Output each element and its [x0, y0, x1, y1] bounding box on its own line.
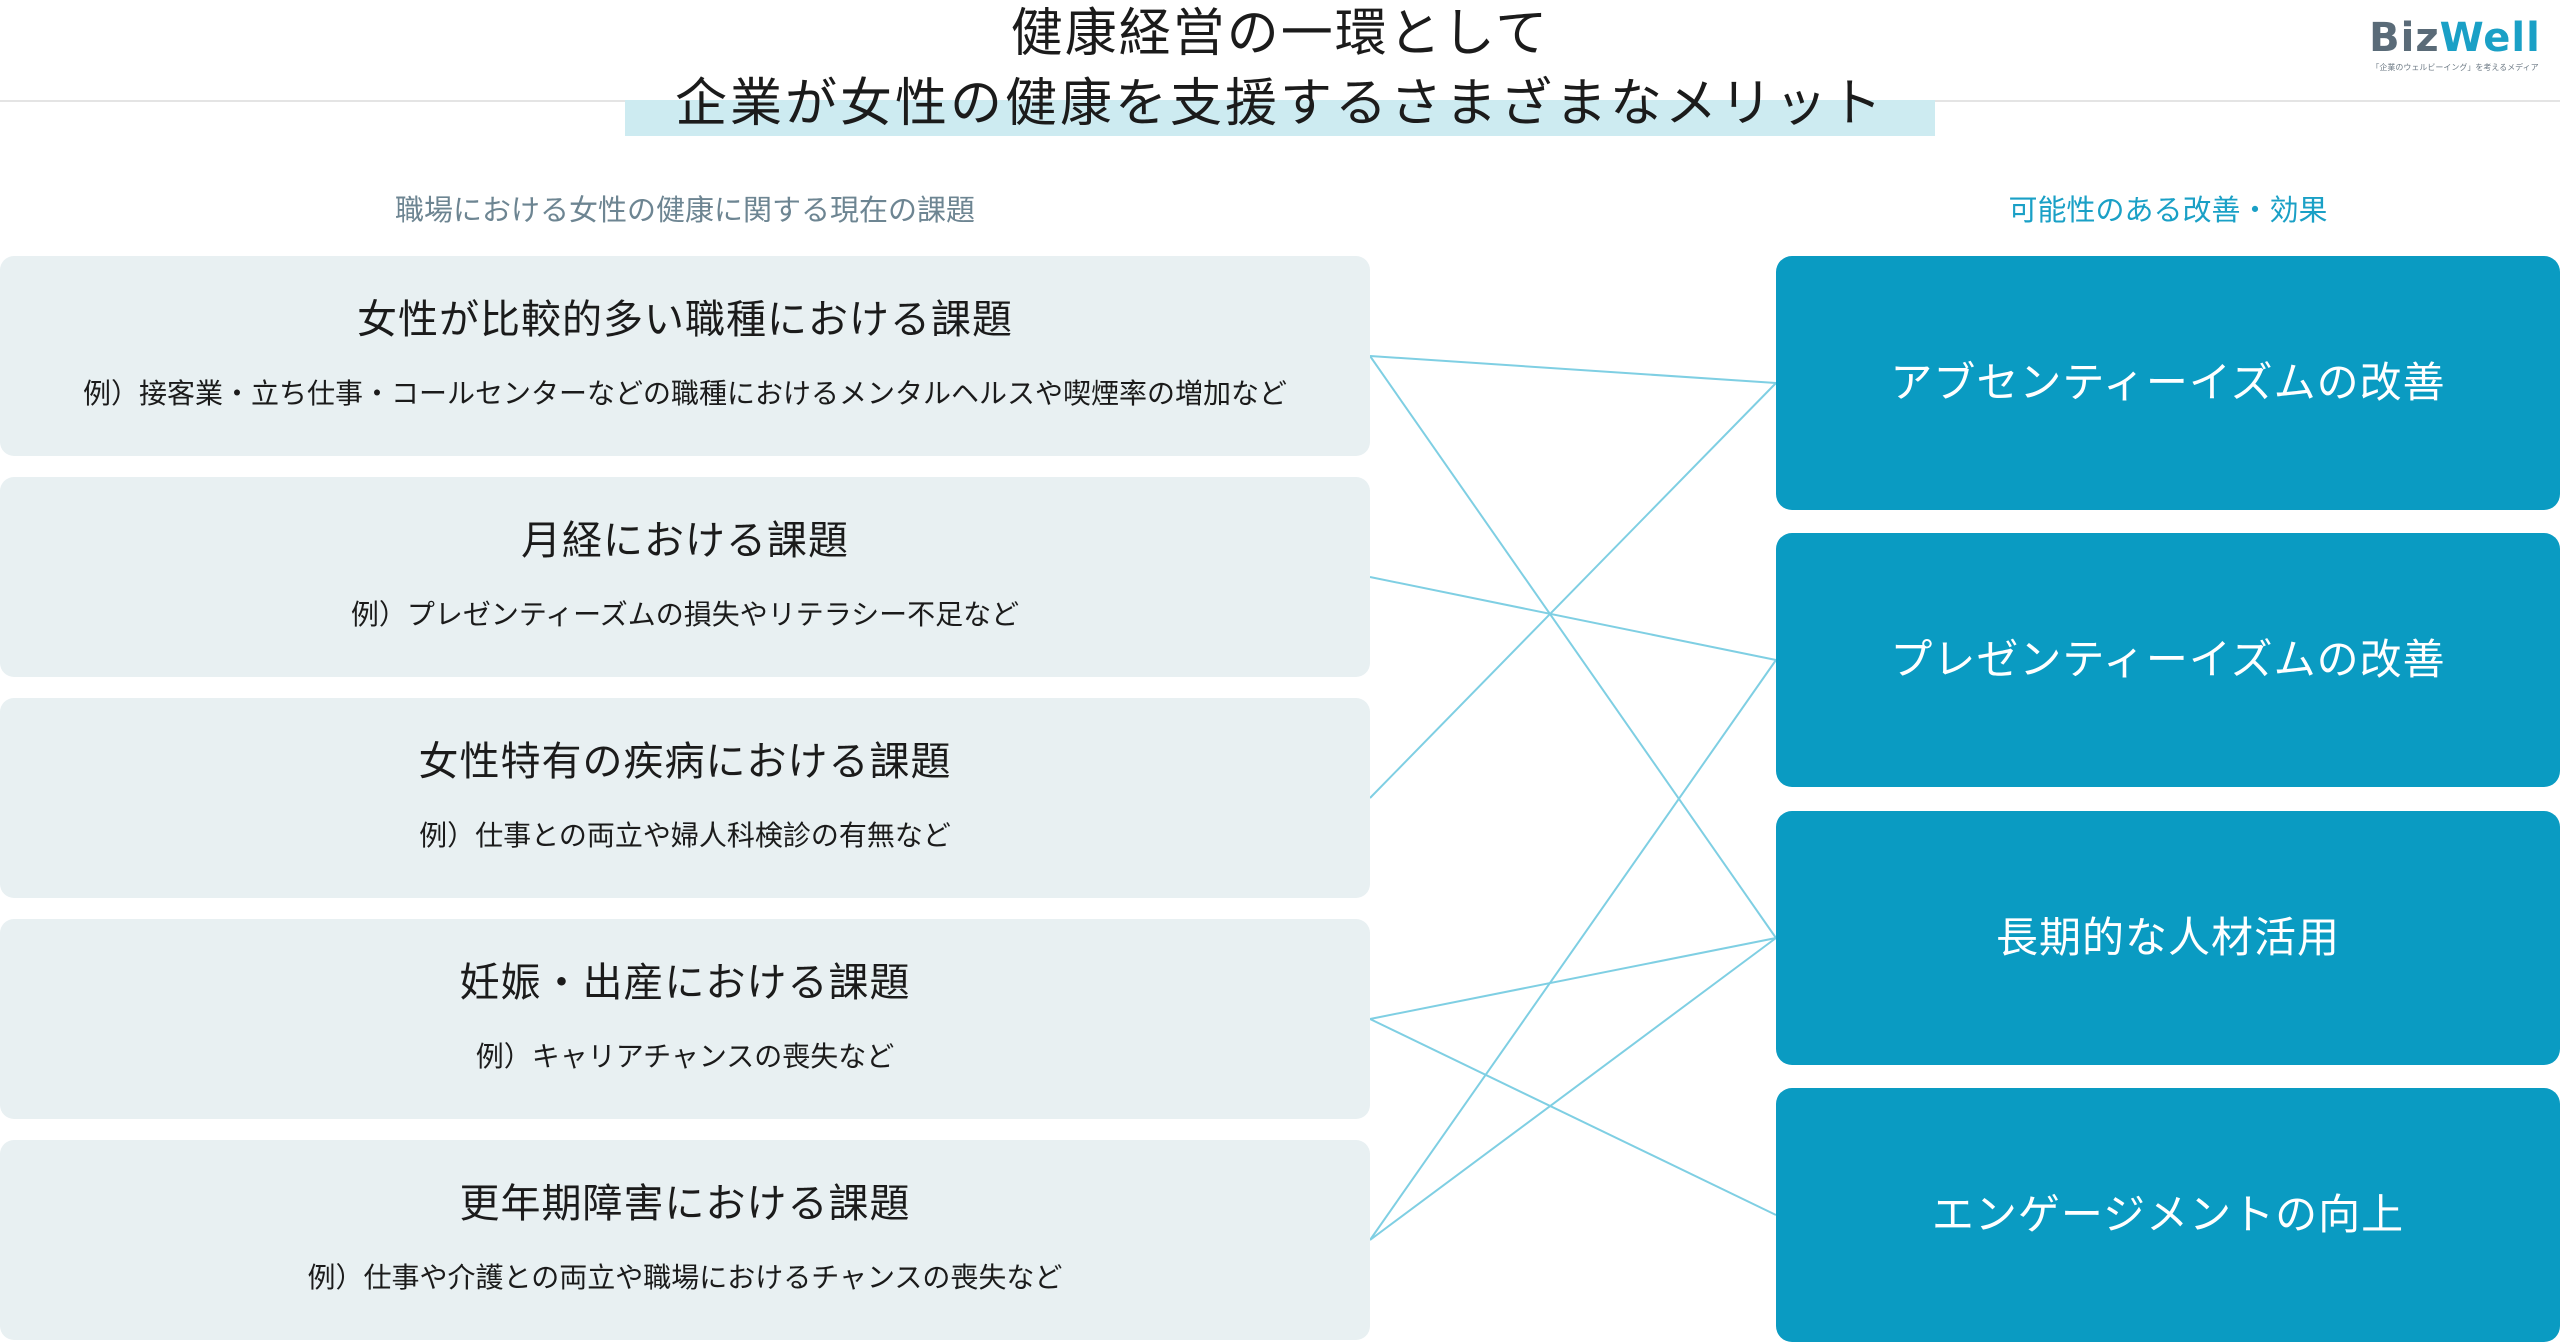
- logo-tagline: 「企業のウェルビーイング」を考えるメディア: [2371, 63, 2539, 72]
- issue-box-occupations: 女性が比較的多い職種における課題 例）接客業・立ち仕事・コールセンターなどの職種…: [0, 256, 1370, 456]
- effect-box-engagement: エンゲージメントの向上: [1776, 1088, 2560, 1342]
- effect-box-long-term-talent: 長期的な人材活用: [1776, 811, 2560, 1065]
- effect-label: エンゲージメントの向上: [1931, 1190, 2405, 1239]
- logo-wordmark-well: Well: [2439, 15, 2541, 61]
- connector-line-3-to-2: [1369, 937, 1777, 1020]
- issue-box-menstruation: 月経における課題 例）プレゼンティーズムの損失やリテラシー不足など: [0, 477, 1370, 677]
- effect-box-presenteeism: プレゼンティーイズムの改善: [1776, 533, 2560, 787]
- effects-column-header: 可能性のある改善・効果: [2008, 193, 2328, 227]
- effect-label: 長期的な人材活用: [1995, 913, 2340, 962]
- issue-title: 女性特有の疾病における課題: [418, 739, 952, 785]
- logo-wordmark-biz: Biz: [2369, 15, 2440, 61]
- title-highlight-band: [625, 100, 1935, 136]
- connector-line-4-to-2: [1369, 937, 1777, 1241]
- page-title-line-1: 健康経営の一環として: [1010, 4, 1550, 64]
- issue-box-menopause: 更年期障害における課題 例）仕事や介護との両立や職場におけるチャンスの喪失など: [0, 1140, 1370, 1340]
- connector-line-4-to-1: [1369, 659, 1777, 1241]
- issue-title: 月経における課題: [521, 518, 849, 564]
- issue-example: 例）接客業・立ち仕事・コールセンターなどの職種におけるメンタルヘルスや喫煙率の増…: [82, 377, 1287, 410]
- connector-line-1-to-1: [1369, 576, 1777, 661]
- connector-line-3-to-3: [1369, 1018, 1777, 1216]
- issues-column-header: 職場における女性の健康に関する現在の課題: [394, 193, 975, 227]
- bizwell-logo: BizWell 「企業のウェルビーイング」を考えるメディア: [2360, 14, 2550, 74]
- logo-wordmark: BizWell: [2360, 14, 2550, 62]
- issue-title: 更年期障害における課題: [459, 1181, 911, 1227]
- page-title-line-2: 企業が女性の健康を支援するさまざまなメリット: [674, 74, 1885, 134]
- issue-box-female-diseases: 女性特有の疾病における課題 例）仕事との両立や婦人科検診の有無など: [0, 698, 1370, 898]
- effect-label: プレゼンティーイズムの改善: [1890, 635, 2446, 684]
- issue-example: 例）キャリアチャンスの喪失など: [475, 1040, 895, 1073]
- issue-example: 例）プレゼンティーズムの損失やリテラシー不足など: [350, 598, 1020, 631]
- issue-box-pregnancy: 妊娠・出産における課題 例）キャリアチャンスの喪失など: [0, 919, 1370, 1119]
- issue-example: 例）仕事や介護との両立や職場におけるチャンスの喪失など: [307, 1261, 1063, 1294]
- connector-line-2-to-0: [1369, 382, 1777, 799]
- effect-box-absenteeism: アブセンティーイズムの改善: [1776, 256, 2560, 510]
- issue-example: 例）仕事との両立や婦人科検診の有無など: [419, 819, 951, 852]
- issue-title: 妊娠・出産における課題: [459, 960, 911, 1006]
- effect-label: アブセンティーイズムの改善: [1890, 358, 2446, 407]
- issue-title: 女性が比較的多い職種における課題: [357, 297, 1013, 343]
- connector-line-0-to-0: [1369, 355, 1777, 384]
- connector-line-0-to-2: [1369, 355, 1777, 939]
